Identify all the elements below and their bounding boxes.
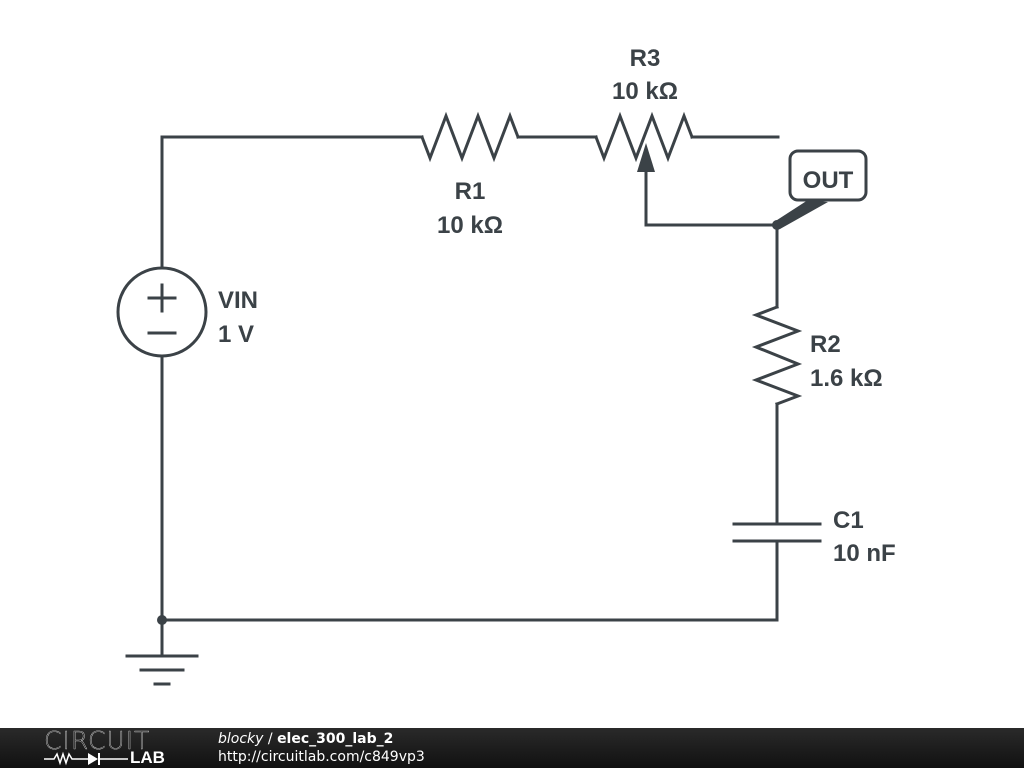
resistor-r1[interactable] [420,111,520,163]
wire-top-left [160,135,424,270]
potentiometer-r3[interactable] [594,111,694,163]
vin-name-label: VIN [218,287,258,314]
out-flag-pointer [774,200,828,229]
resistor-r2[interactable] [751,305,803,406]
wiper-arrow-icon [637,143,655,172]
r1-name-label: R1 [455,178,486,205]
circuitlab-logo-lab: LAB [130,748,165,767]
vin-value-label: 1 V [218,321,254,348]
circuitlab-logo-icon [44,751,128,766]
out-flag-box[interactable] [788,149,868,202]
wire-wiper [644,163,779,227]
footer-url[interactable]: http://circuitlab.com/c849vp3 [218,749,425,765]
r2-name-label: R2 [810,331,841,358]
wire-bottom [160,539,779,622]
plus-icon [147,283,177,313]
r3-value-label: 10 kΩ [612,78,678,105]
r1-value-label: 10 kΩ [437,212,503,239]
out-label: OUT [803,167,854,194]
c1-value-label: 10 nF [833,540,896,567]
circuitlab-logo-text: CIRCUIT [44,726,151,755]
ground-icon [125,654,199,686]
footer-project-name[interactable]: elec_300_lab_2 [277,731,394,747]
footer-separator: / [263,731,278,747]
c1-name-label: C1 [833,507,864,534]
circuit-schematic: OUT VIN 1 V R1 10 kΩ R3 10 kΩ R2 1.6 kΩ … [116,45,896,686]
footer-title: blocky / elec_300_lab_2 [218,730,393,748]
r3-name-label: R3 [630,45,661,72]
footer-username[interactable]: blocky [218,731,264,747]
r2-value-label: 1.6 kΩ [810,365,883,392]
footer-bar: CIRCUIT LAB blocky / elec_300_lab_2 http… [0,728,1024,768]
junction-ground [157,615,167,625]
